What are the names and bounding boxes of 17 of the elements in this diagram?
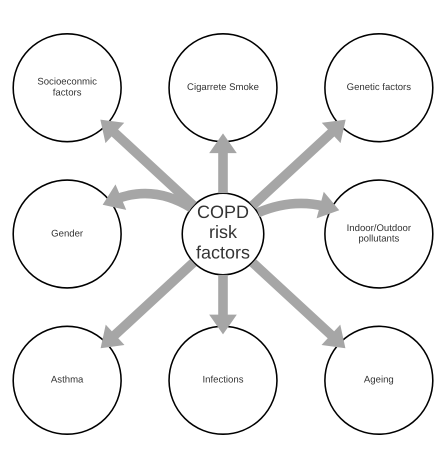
node-circle: Ageing [324,325,434,434]
arrow [100,119,197,209]
arrow [256,191,340,218]
arrow [102,184,194,212]
arrow [100,258,197,348]
node-circle: Asthma [12,325,122,434]
node-circle: Gender [12,178,122,288]
node-circle: COPD risk factors [181,192,265,276]
arrow [209,274,237,334]
arrow [209,132,237,193]
node-circle: Socioeconmic factors [12,32,122,142]
arrow [249,258,346,348]
arrow [249,119,346,209]
node-circle: Cigarrete Smoke [168,32,278,142]
node-circle: Indoor/Outdoor pollutants [324,178,434,288]
node-circle: Genetic factors [324,32,434,142]
node-circle: Infections [168,325,278,434]
